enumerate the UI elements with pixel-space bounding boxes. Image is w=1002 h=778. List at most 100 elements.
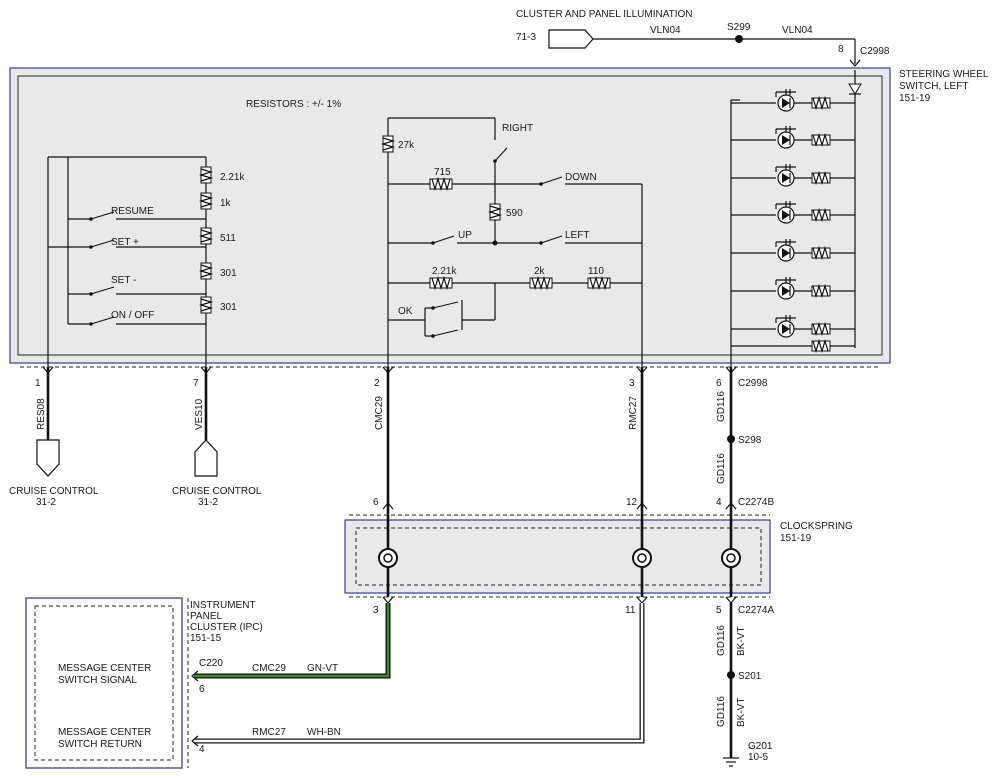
illumination-title: CLUSTER AND PANEL ILLUMINATION (516, 9, 693, 20)
res-label-511: 511 (220, 233, 236, 244)
cs-top-pin-4: 4 (716, 497, 722, 508)
clockspring-box (344, 519, 771, 594)
cs-bottom-pin-3: 3 (373, 605, 379, 616)
illumination-led-ladder (730, 70, 862, 372)
set-plus-switch (90, 239, 115, 248)
led-rung (731, 89, 855, 112)
s298-splice-dot (727, 435, 735, 443)
pin-2-label: 2 (374, 378, 380, 389)
signal-label-1: MESSAGE CENTER (58, 663, 151, 674)
illumination-feed: CLUSTER AND PANEL ILLUMINATION 71-3 VLN0… (516, 9, 890, 67)
led-rung (731, 239, 855, 262)
ipc-ref: 151-15 (190, 633, 222, 644)
led-rung (731, 201, 855, 224)
cruise-target-2-ref: 31-2 (198, 497, 218, 508)
set-minus-label: SET - (111, 275, 136, 286)
cmc29-signal-wire (194, 603, 390, 678)
clockspring-title: CLOCKSPRING (780, 521, 853, 532)
c2274a-label: C2274A (738, 605, 774, 616)
rmc27-vertical-label: RMC27 (628, 396, 639, 430)
ipc-box (25, 597, 183, 769)
down-label: DOWN (565, 172, 597, 183)
cs-bottom-pin-5: 5 (716, 605, 722, 616)
cruise-connector-2-icon (194, 439, 218, 477)
g201-label: G201 (748, 741, 773, 752)
right-label: RIGHT (502, 123, 533, 134)
res-label-110: 110 (588, 266, 604, 277)
set-minus-switch (90, 286, 115, 295)
up-switch (432, 235, 455, 244)
ipc-pin-6: 6 (199, 684, 205, 695)
pin-6-label: 6 (716, 378, 722, 389)
cmc29-wire-label: CMC29 (252, 663, 286, 674)
led-rung (731, 277, 855, 300)
signal-label-2: SWITCH SIGNAL (58, 675, 137, 686)
right-switch (494, 147, 508, 162)
res-label-27k: 27k (398, 140, 415, 151)
gd116-label-4: GD116 (716, 696, 727, 727)
led-rung (731, 315, 855, 338)
res-label-301-a: 301 (220, 268, 237, 279)
cmc29-vertical-label: CMC29 (374, 396, 385, 430)
cs-top-pin-6: 6 (373, 497, 379, 508)
instrument-panel-cluster: INSTRUMENT PANEL CLUSTER (IPC) 151-15 C2… (25, 597, 263, 769)
cs-bottom-pin-11: 11 (625, 605, 636, 616)
return-label-2: SWITCH RETURN (58, 739, 142, 750)
res-label-590: 590 (506, 208, 523, 219)
module-name-line1: STEERING WHEEL (899, 69, 989, 80)
cruise-connector-1-icon (36, 439, 60, 477)
s201-label: S201 (738, 671, 762, 682)
c2998-top-label: C2998 (860, 46, 890, 57)
rmc27-wire-label: RMC27 (252, 727, 286, 738)
gn-vt-label: GN-VT (307, 663, 338, 674)
resume-label: RESUME (111, 206, 154, 217)
res-label-301-b: 301 (220, 302, 237, 313)
res08-label: RES08 (36, 398, 47, 430)
c220-label: C220 (199, 658, 223, 669)
s299-label: S299 (727, 22, 751, 33)
c2274b-label: C2274B (738, 497, 774, 508)
res-label-2.21k: 2.21k (220, 172, 245, 183)
message-switch-ladder: 27k RIGHT 590 715 DOWN UP LEFT 2.21k (380, 117, 643, 372)
illumination-pin: 8 (838, 44, 844, 55)
gd116-label-3: GD116 (716, 625, 727, 656)
ok-label: OK (398, 306, 413, 317)
wh-bn-label: WH-BN (307, 727, 341, 738)
left-switch (540, 235, 563, 244)
bk-vt-label-2: BK-VT (736, 698, 747, 727)
vln04-label-1: VLN04 (650, 25, 681, 36)
clockspring-ref: 151-19 (780, 533, 812, 544)
cruise-target-1-ref: 31-2 (36, 497, 56, 508)
resistors-note: RESISTORS : +/- 1% (246, 99, 341, 110)
cruise-target-1-label: CRUISE CONTROL (9, 486, 99, 497)
rmc27-return-wire (194, 603, 644, 743)
led-rung (731, 126, 855, 149)
cruise-switch-ladder: 2.21k 1k 511 301 301 RESUME SET + SET - (47, 156, 245, 372)
ipc-title-1: INSTRUMENT (190, 600, 256, 611)
ground-icon (723, 757, 739, 767)
module-ref: 151-19 (899, 93, 931, 104)
down-switch (540, 176, 563, 185)
s299-splice-dot (735, 35, 743, 43)
gd116-label-2: GD116 (716, 453, 727, 484)
res-label-1k: 1k (220, 198, 232, 209)
ipc-title-2: PANEL (190, 611, 222, 622)
vln04-label-2: VLN04 (782, 25, 813, 36)
s298-label: S298 (738, 435, 762, 446)
ipc-title-3: CLUSTER (IPC) (190, 622, 263, 633)
on-off-label: ON / OFF (111, 310, 154, 321)
cs-top-pin-12: 12 (626, 497, 638, 508)
return-label-1: MESSAGE CENTER (58, 727, 151, 738)
resume-switch (90, 211, 115, 220)
up-label: UP (458, 230, 472, 241)
ok-switch (432, 301, 459, 309)
module-name-line2: SWITCH, LEFT (899, 81, 968, 92)
pin-7-label: 7 (193, 378, 199, 389)
g201-ref: 10-5 (748, 752, 768, 763)
left-label: LEFT (565, 230, 589, 241)
res-label-2.21k-msg: 2.21k (432, 266, 457, 277)
ves10-label: VES10 (194, 398, 205, 430)
illumination-connector-icon (548, 29, 594, 49)
pin-3-label: 3 (629, 378, 635, 389)
